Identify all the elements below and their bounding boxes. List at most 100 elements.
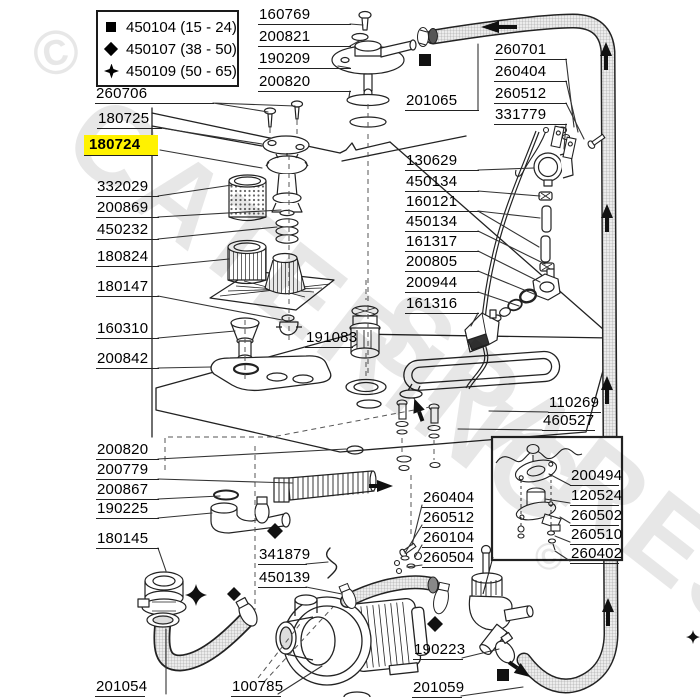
drain-hose-group xyxy=(210,470,377,534)
pump xyxy=(275,594,429,698)
ring-180145 xyxy=(144,571,184,606)
part-label-331779: 331779 xyxy=(494,107,567,125)
part-label-191083: 191083 xyxy=(305,329,358,348)
flow-arrows xyxy=(369,21,614,678)
diamond-symbol-icon xyxy=(227,587,241,601)
conical-filter xyxy=(264,252,306,295)
legend-symbol-icon xyxy=(104,64,119,79)
pump-hose-450139 xyxy=(338,575,451,615)
drain-plug-191083 xyxy=(349,305,381,359)
screw-icon xyxy=(263,107,277,128)
part-label-110269: 110269 xyxy=(548,394,601,413)
part-label-130629: 130629 xyxy=(405,153,479,171)
part-label-450134-lower: 450134 xyxy=(405,214,479,232)
flange-plate xyxy=(262,135,310,155)
terminal-parts xyxy=(393,399,441,575)
star-symbol-icon xyxy=(686,630,700,644)
part-label-460527: 460527 xyxy=(542,412,595,431)
part-label-200944: 200944 xyxy=(405,275,479,293)
wire xyxy=(495,448,583,464)
screw-icon xyxy=(587,133,606,149)
floor-hole xyxy=(345,378,387,396)
part-label-200869: 200869 xyxy=(96,200,159,218)
arrow-right-icon xyxy=(369,480,393,492)
clamp-icon xyxy=(538,191,553,201)
part-label-190223: 190223 xyxy=(413,641,466,660)
part-label-200867: 200867 xyxy=(96,482,159,500)
washer-icon xyxy=(351,32,369,42)
leader-lines xyxy=(157,23,585,697)
legend-text: 450104 (15 - 24) xyxy=(126,18,237,36)
inlet-ring-group xyxy=(137,571,258,672)
cylindrical-filter xyxy=(227,239,267,285)
arrow-left-icon xyxy=(481,21,517,33)
part-label-260512-top: 260512 xyxy=(494,86,567,104)
part-label-201059: 201059 xyxy=(412,679,465,698)
part-label-200805: 200805 xyxy=(405,254,479,272)
tube xyxy=(540,235,551,263)
part-label-161317: 161317 xyxy=(405,234,479,252)
slot-hole xyxy=(399,389,423,399)
o-ring-icon xyxy=(213,489,239,501)
screw-icon xyxy=(358,10,372,31)
part-label-120524: 120524 xyxy=(570,487,623,506)
part-label-260706: 260706 xyxy=(95,86,214,104)
gasket-200494 xyxy=(514,459,558,483)
part-label-201054: 201054 xyxy=(95,678,148,697)
heating-element xyxy=(399,350,561,400)
legend-symbol-icon xyxy=(104,42,119,57)
diamond-symbol-icon xyxy=(267,523,283,539)
part-label-260502: 260502 xyxy=(570,507,623,526)
dashed-axes xyxy=(164,104,435,683)
inset-box xyxy=(482,435,624,595)
tee-fitting-190223 xyxy=(468,544,534,664)
part-label-200820-left: 200820 xyxy=(96,442,159,460)
arrow-up-icon xyxy=(600,42,612,70)
washer-icon xyxy=(499,307,511,317)
pump-inlet xyxy=(294,594,318,616)
part-label-450232: 450232 xyxy=(96,222,159,240)
part-label-260512-mid: 260512 xyxy=(422,509,475,528)
arrow-up-icon xyxy=(601,376,613,404)
part-label-180725: 180725 xyxy=(97,111,162,129)
top-fill-assembly xyxy=(331,10,417,128)
elbow-hose-201054 xyxy=(146,610,256,672)
watermark-copyright: © xyxy=(27,15,86,92)
hose-clamp-icon xyxy=(338,582,357,609)
legend-box: 450104 (15 - 24) 450107 (38 - 50) 450109… xyxy=(96,10,239,87)
o-ring-icon xyxy=(279,209,295,217)
screw-icon xyxy=(290,100,304,120)
o-ring-icon xyxy=(232,362,260,376)
legend-symbol-icon xyxy=(104,20,119,35)
part-label-260510: 260510 xyxy=(570,526,623,545)
wire-341879 xyxy=(326,547,338,579)
legend-text: 450109 (50 - 65) xyxy=(126,62,237,80)
fitting-161317 xyxy=(532,268,561,301)
arrow-up-icon xyxy=(601,204,613,232)
arrow-right-icon xyxy=(507,660,531,678)
part-label-160769: 160769 xyxy=(258,7,351,25)
star-symbol-icon xyxy=(185,584,207,606)
part-label-200779: 200779 xyxy=(96,462,159,480)
part-label-200842: 200842 xyxy=(96,351,159,369)
part-label-190209: 190209 xyxy=(258,51,351,69)
part-label-201065: 201065 xyxy=(405,93,479,111)
square-symbol-icon xyxy=(497,669,509,681)
part-label-200820-top: 200820 xyxy=(258,74,351,92)
part-label-200494: 200494 xyxy=(570,467,623,486)
part-label-180145: 180145 xyxy=(96,531,159,549)
part-label-260402: 260402 xyxy=(570,545,623,564)
filter-assembly xyxy=(209,239,335,362)
gasket-icon xyxy=(346,93,390,107)
size-symbols xyxy=(185,54,700,681)
part-label-450134-upper: 450134 xyxy=(405,174,479,192)
diamond-symbol-icon xyxy=(427,616,443,632)
part-label-450139: 450139 xyxy=(258,569,311,588)
part-label-260404-mid: 260404 xyxy=(422,489,475,508)
part-label-332029: 332029 xyxy=(96,179,159,197)
tube xyxy=(541,205,552,233)
arrow-up-icon xyxy=(602,598,614,626)
hose-clamp-icon xyxy=(433,581,451,615)
hose-end-opening xyxy=(428,28,438,44)
